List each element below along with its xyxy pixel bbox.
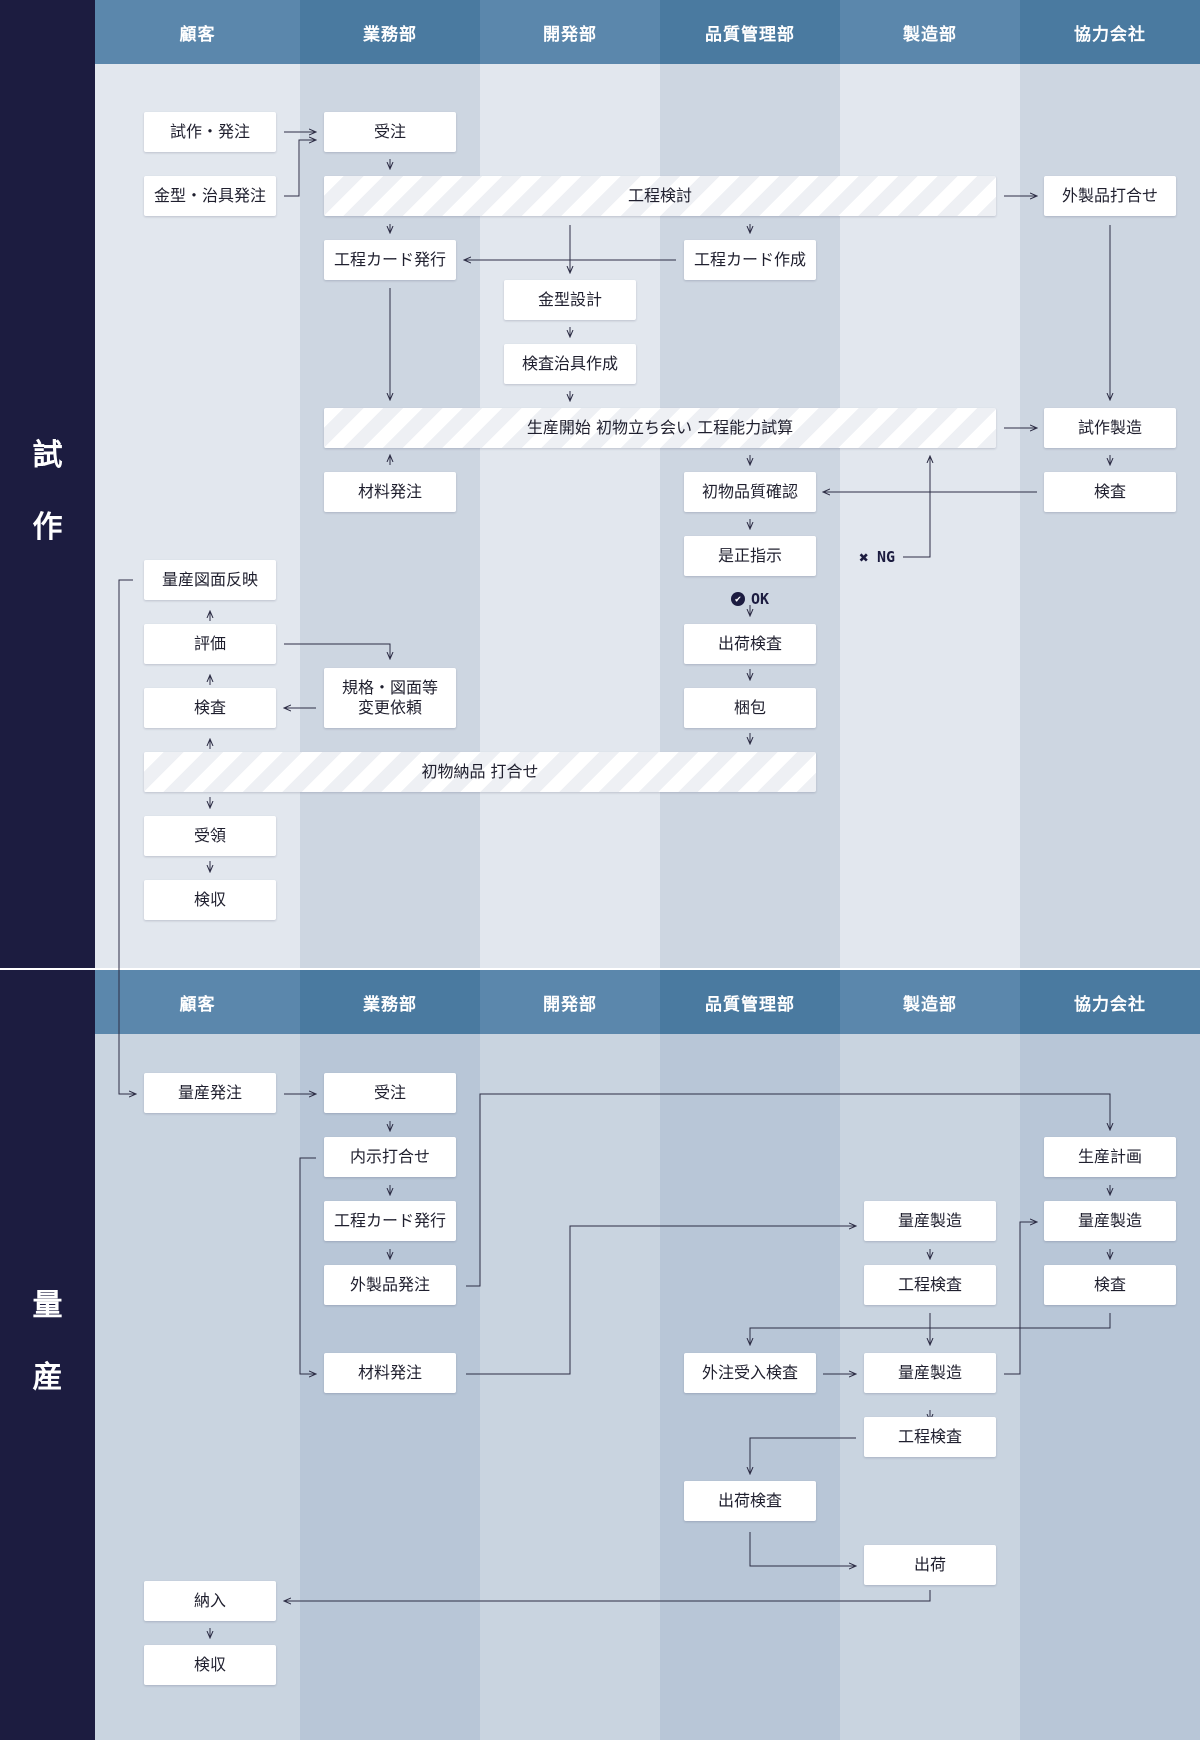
- step-drawing-reflect: 量産図面反映: [144, 560, 276, 600]
- step-mass-acceptance: 検収: [144, 1645, 276, 1685]
- step-shipping-inspection: 出荷検査: [684, 624, 816, 664]
- cross-icon: ✖: [859, 547, 869, 567]
- prototype-section-bar: 試 作: [0, 0, 95, 968]
- section-label-char: 作: [32, 510, 63, 545]
- prototype-section-label: 試 作: [0, 420, 95, 564]
- lane-header-quality: 品質管理部: [660, 970, 840, 1034]
- section-label-char: 産: [32, 1360, 63, 1395]
- step-packing: 梱包: [684, 688, 816, 728]
- lane-header-customer: 顧客: [95, 970, 300, 1034]
- lane-header-customer: 顧客: [95, 0, 300, 64]
- step-mass-order: 量産発注: [144, 1073, 276, 1113]
- lane-header-manufacturing: 製造部: [840, 0, 1020, 64]
- step-mfg-manufacture-1: 量産製造: [864, 1201, 996, 1241]
- step-trial-order: 試作・発注: [144, 112, 276, 152]
- step-external-order: 外製品発注: [324, 1265, 456, 1305]
- mass-section-bar: 量 産: [0, 970, 95, 1740]
- lane-header-quality: 品質管理部: [660, 0, 840, 64]
- lane-header-partner: 協力会社: [1020, 970, 1200, 1034]
- step-receipt: 受領: [144, 816, 276, 856]
- step-process-card-make: 工程カード作成: [684, 240, 816, 280]
- step-delivery: 納入: [144, 1581, 276, 1621]
- lane-header-development: 開発部: [480, 0, 660, 64]
- check-circle-icon: ✔: [731, 592, 745, 606]
- step-mfg-process-inspection-2: 工程検査: [864, 1417, 996, 1457]
- mass-section-label: 量 産: [0, 1270, 95, 1414]
- step-mold-design: 金型設計: [504, 280, 636, 320]
- step-process-review: 工程検討: [324, 176, 996, 216]
- step-process-card-issue: 工程カード発行: [324, 240, 456, 280]
- step-trial-manufacture: 試作製造: [1044, 408, 1176, 448]
- step-partner-mass-inspection: 検査: [1044, 1265, 1176, 1305]
- step-partner-inspection: 検査: [1044, 472, 1176, 512]
- ok-label: OK: [751, 590, 770, 608]
- step-jig-make: 検査治具作成: [504, 344, 636, 384]
- step-mass-material-order: 材料発注: [324, 1353, 456, 1393]
- ng-label: NG: [877, 548, 896, 566]
- step-spec-change-request: 規格・図面等 変更依頼: [324, 668, 456, 728]
- step-first-quality-check: 初物品質確認: [684, 472, 816, 512]
- ng-marker: ✖ NG: [857, 547, 896, 567]
- lane-header-sales: 業務部: [300, 0, 480, 64]
- step-mass-shipping-inspection: 出荷検査: [684, 1481, 816, 1521]
- lane-header-development: 開発部: [480, 970, 660, 1034]
- step-mfg-process-inspection-1: 工程検査: [864, 1265, 996, 1305]
- step-outsource-receiving-inspection: 外注受入検査: [684, 1353, 816, 1393]
- ok-marker: ✔ OK: [731, 590, 769, 608]
- section-label-char: 量: [32, 1288, 63, 1323]
- section-divider: [0, 968, 1200, 970]
- section-label-char: 試: [32, 438, 63, 473]
- step-order-receive: 受注: [324, 112, 456, 152]
- step-production-plan: 生産計画: [1044, 1137, 1176, 1177]
- lane-header-manufacturing: 製造部: [840, 970, 1020, 1034]
- step-shipment: 出荷: [864, 1545, 996, 1585]
- step-correction-instruction: 是正指示: [684, 536, 816, 576]
- step-mass-process-card-issue: 工程カード発行: [324, 1201, 456, 1241]
- step-partner-manufacture: 量産製造: [1044, 1201, 1176, 1241]
- step-production-start: 生産開始 初物立ち会い 工程能力試算: [324, 408, 996, 448]
- lane-header-partner: 協力会社: [1020, 0, 1200, 64]
- step-acceptance: 検収: [144, 880, 276, 920]
- step-evaluation: 評価: [144, 624, 276, 664]
- lane-header-sales: 業務部: [300, 970, 480, 1034]
- step-pre-meeting: 内示打合せ: [324, 1137, 456, 1177]
- step-mass-order-receive: 受注: [324, 1073, 456, 1113]
- step-mfg-manufacture-2: 量産製造: [864, 1353, 996, 1393]
- step-first-delivery-meeting: 初物納品 打合せ: [144, 752, 816, 792]
- step-material-order: 材料発注: [324, 472, 456, 512]
- step-customer-inspection: 検査: [144, 688, 276, 728]
- step-mold-jig-order: 金型・治具発注: [144, 176, 276, 216]
- step-external-meeting: 外製品打合せ: [1044, 176, 1176, 216]
